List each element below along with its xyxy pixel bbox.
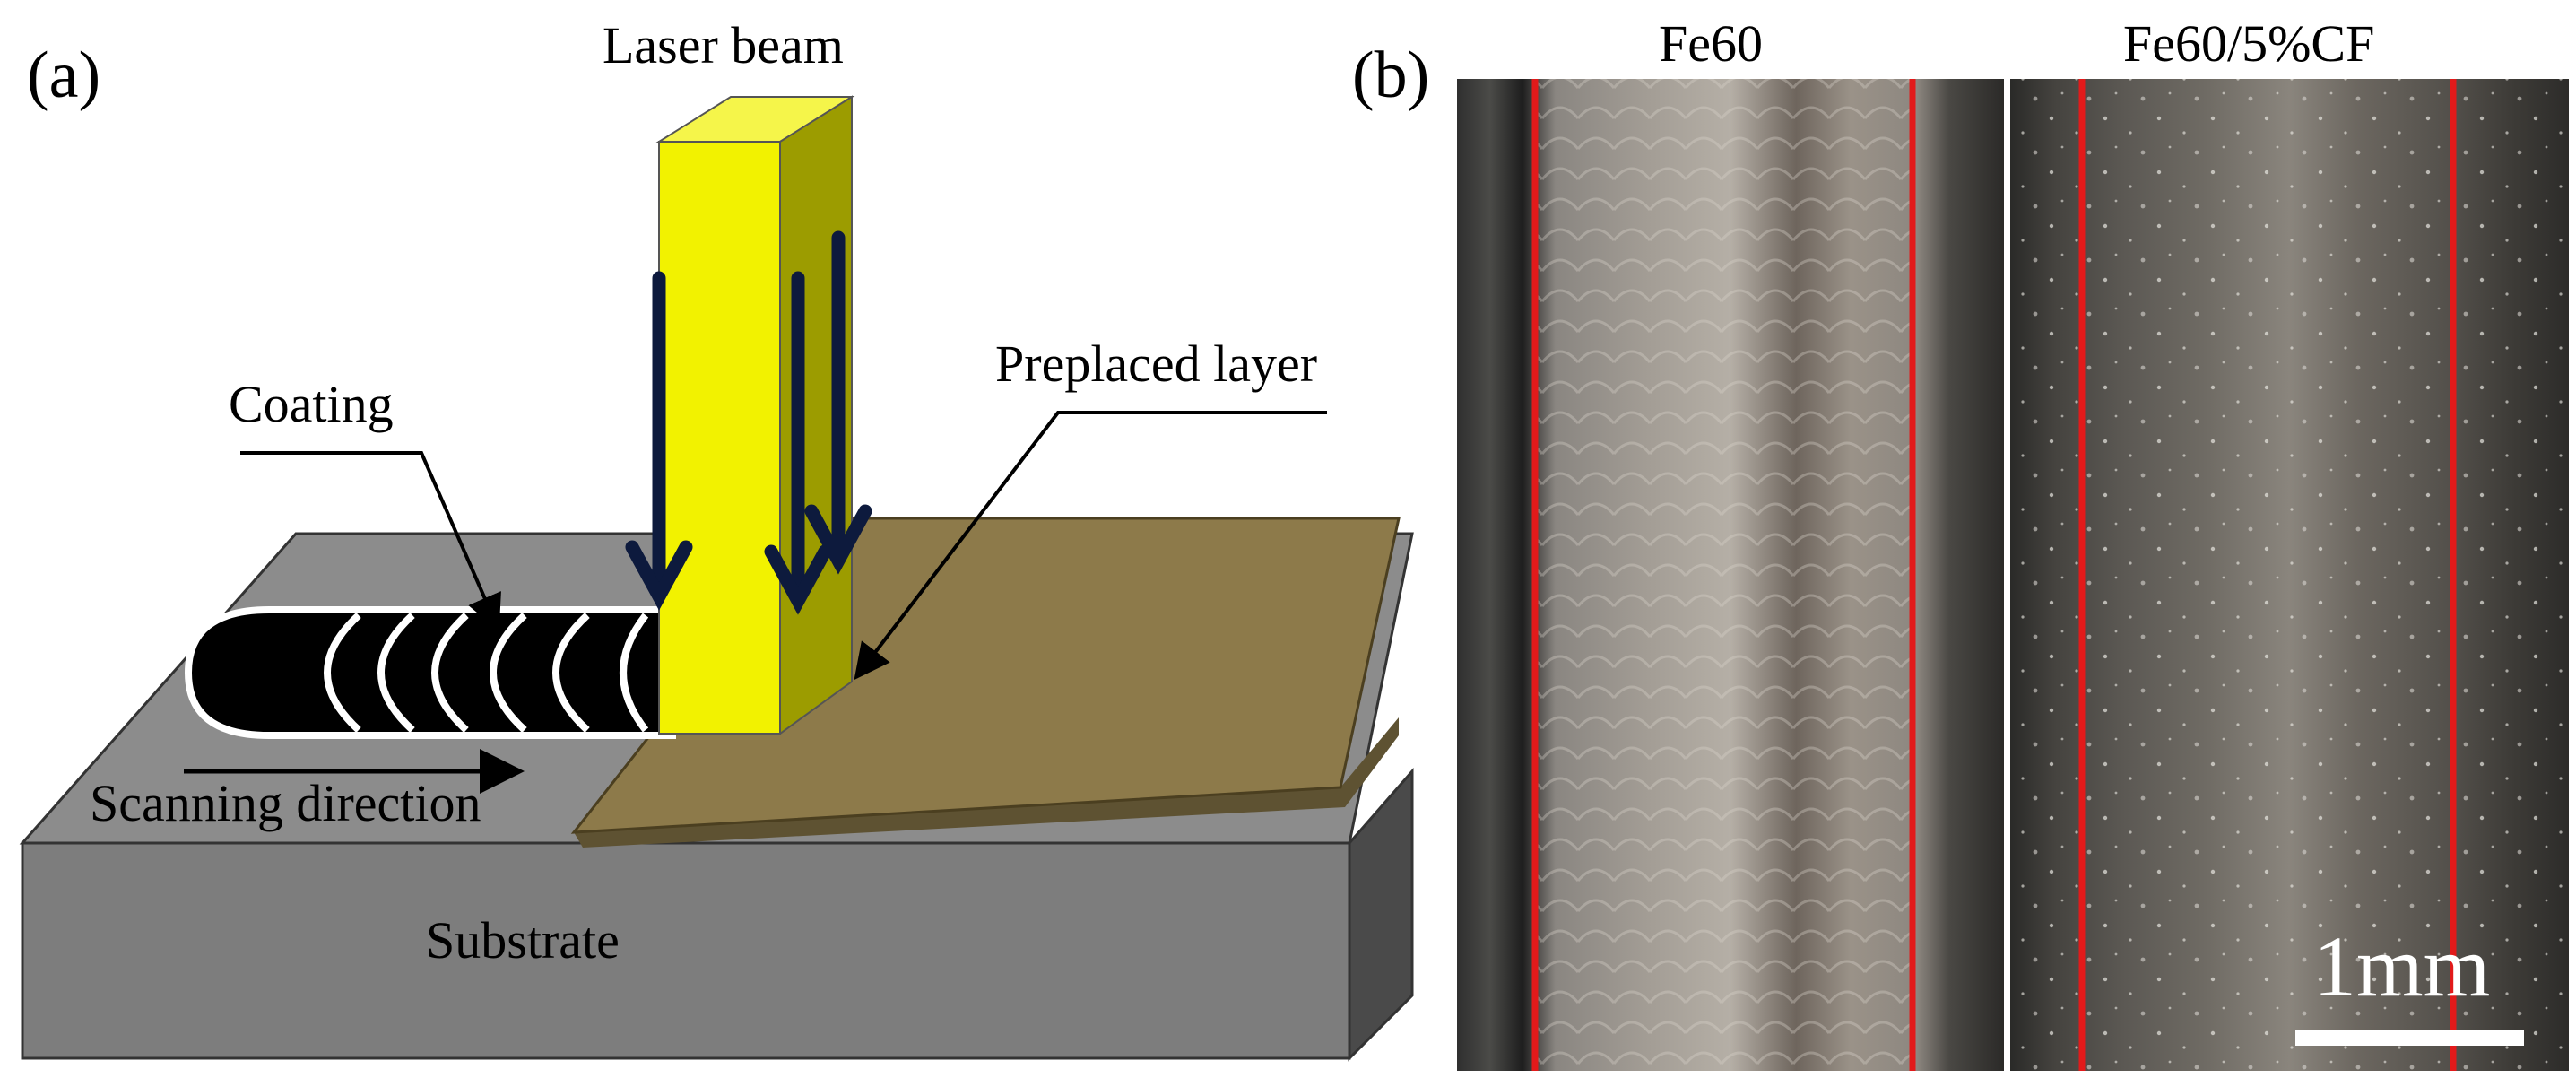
coating-ripple [377, 613, 415, 733]
scale-bar: 1mm [2295, 918, 2524, 1046]
coating-track [184, 606, 676, 739]
substrate-label: Substrate [426, 911, 620, 969]
scale-bar-label: 1mm [2313, 918, 2490, 1014]
panel-a-label: (a) [27, 39, 100, 112]
coating-outline [184, 606, 676, 739]
beam-arrows [625, 230, 872, 615]
laser-beam-label: Laser beam [603, 16, 844, 74]
panel-a: (a) [19, 16, 1414, 1062]
coating-label: Coating [229, 375, 394, 433]
beam-arrow [625, 271, 693, 611]
beam-arrow [804, 230, 872, 575]
coating-ripple [324, 613, 361, 733]
preplaced-layer-leader-line [854, 411, 1327, 681]
scanning-direction-label: Scanning direction [90, 774, 481, 832]
preplaced-layer-edge [574, 717, 1399, 848]
fe60-micrograph [1457, 79, 2004, 1071]
panel-b-label: (b) [1352, 39, 1429, 112]
scale-bar-line [2295, 1030, 2524, 1046]
substrate-front-face [21, 841, 1351, 1060]
panel-b: (b) Fe60 Fe60/5%CF 1mm [1352, 14, 2569, 1071]
micrograph-divider [2004, 79, 2010, 1071]
fe60-ripple-texture [1535, 79, 1912, 1071]
coating-leader-line [240, 451, 501, 631]
laser-beam-front [658, 141, 781, 735]
preplaced-layer-label: Preplaced layer [995, 335, 1317, 393]
coating-ripple [552, 613, 590, 733]
beam-arrow [764, 271, 832, 615]
coating-ripple [431, 613, 469, 733]
fe60-cf-speckle-texture [2010, 79, 2569, 1071]
left-micrograph-title: Fe60 [1659, 14, 1763, 73]
laser-beam [655, 95, 855, 735]
fe60-cf-micrograph [2010, 79, 2569, 1071]
coating-ripple [490, 613, 527, 733]
right-micrograph-title: Fe60/5%CF [2123, 14, 2374, 73]
substrate-side-face [1348, 768, 1414, 1062]
coating-ripple [620, 613, 649, 733]
